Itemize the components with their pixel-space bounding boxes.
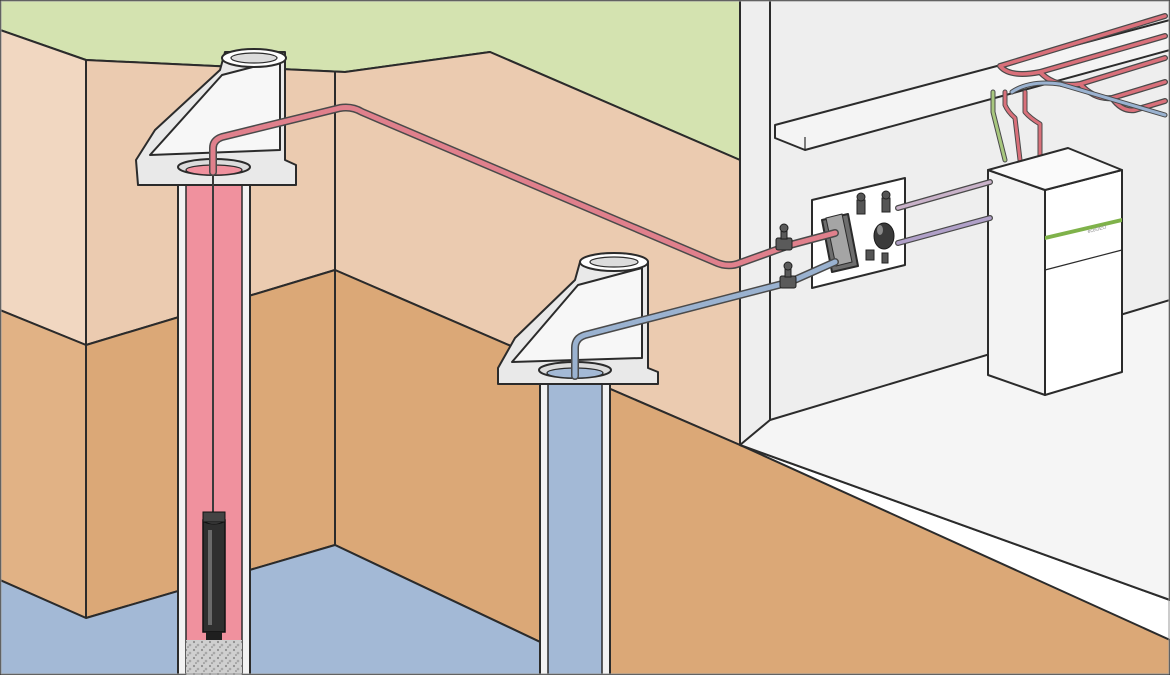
valve-icon [775, 223, 797, 289]
lower-soil-left-face [0, 309, 87, 619]
return-well-water [547, 379, 603, 675]
station-to-heat-pump-pipes [895, 179, 993, 246]
heat-pump-icon: ecoGEO [987, 147, 1123, 396]
heat-pump-front [1044, 169, 1123, 396]
return-wellhead [497, 252, 659, 385]
upper-soil-left-face [0, 29, 87, 346]
heat-pump-top [987, 147, 1123, 191]
expansion-vessel [873, 222, 895, 250]
gravel-bed [186, 640, 242, 675]
heat-pump-stripe [1045, 218, 1122, 240]
heating-coil-icon [990, 13, 1168, 163]
return-pipe [572, 259, 838, 379]
heat-pump-side [987, 169, 1046, 396]
vessel-highlight [877, 225, 883, 235]
supply-wellhead [135, 48, 297, 186]
heat-pump-brand-text: ecoGEO [1087, 224, 1107, 234]
pump-icon [202, 511, 226, 640]
heat-pump-panel-seam [1044, 249, 1123, 271]
return-well [497, 252, 659, 675]
supply-pipe [210, 105, 793, 268]
groundwater-layer [0, 544, 611, 675]
plate-exchanger-face [825, 213, 853, 267]
groundwater-pipes [209, 103, 839, 380]
valve-icon [856, 190, 891, 264]
